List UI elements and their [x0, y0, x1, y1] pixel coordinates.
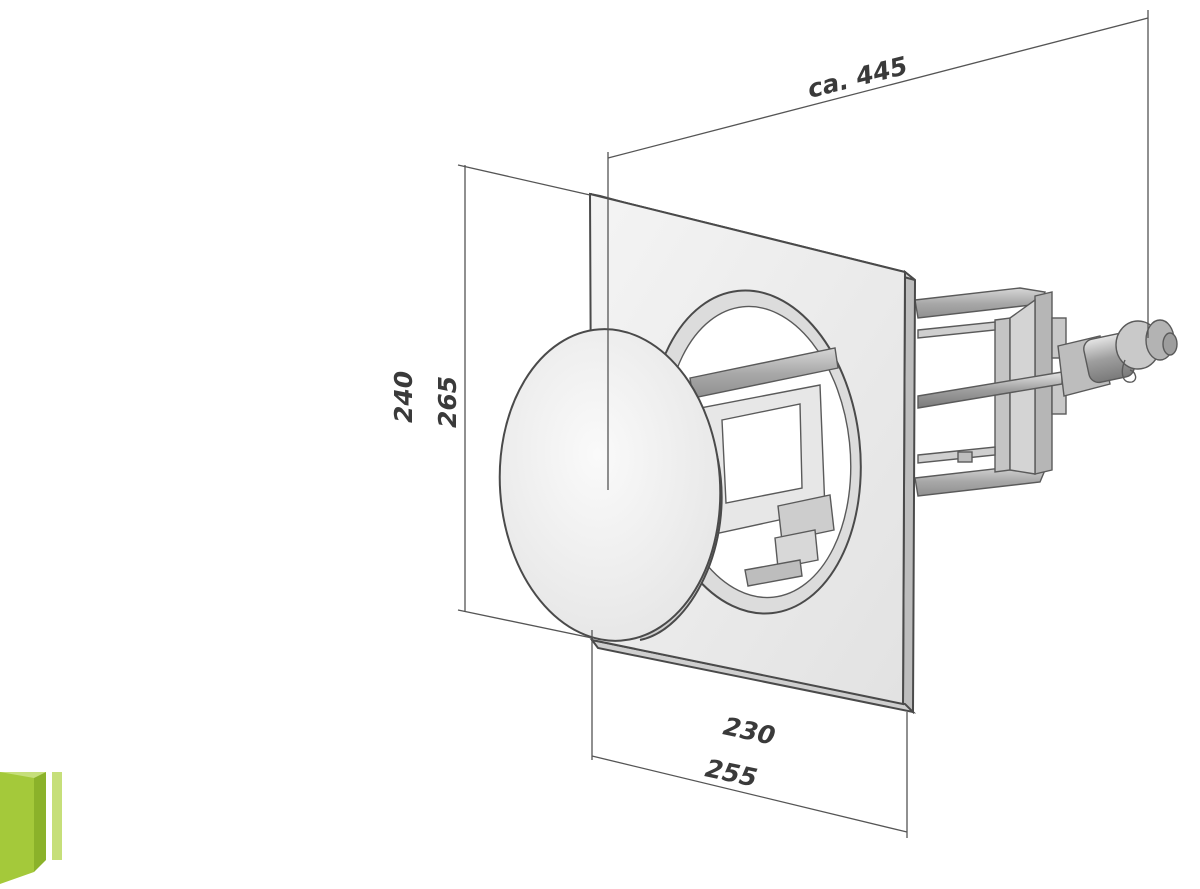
dimension-lines: [457, 10, 1149, 838]
door-logo-icon: [0, 772, 62, 884]
dim-width-inner-label: 230: [721, 712, 778, 751]
dim-height-inner-label: 240: [389, 371, 418, 423]
round-disc-cover: [498, 328, 723, 642]
rear-frame: [914, 287, 1067, 497]
dim-width-outer-label: 255: [703, 754, 760, 793]
dim-height-outer-label: 265: [433, 376, 462, 428]
dim-depth-label: ca. 445: [804, 51, 910, 104]
actuator-motor: [1057, 319, 1178, 397]
